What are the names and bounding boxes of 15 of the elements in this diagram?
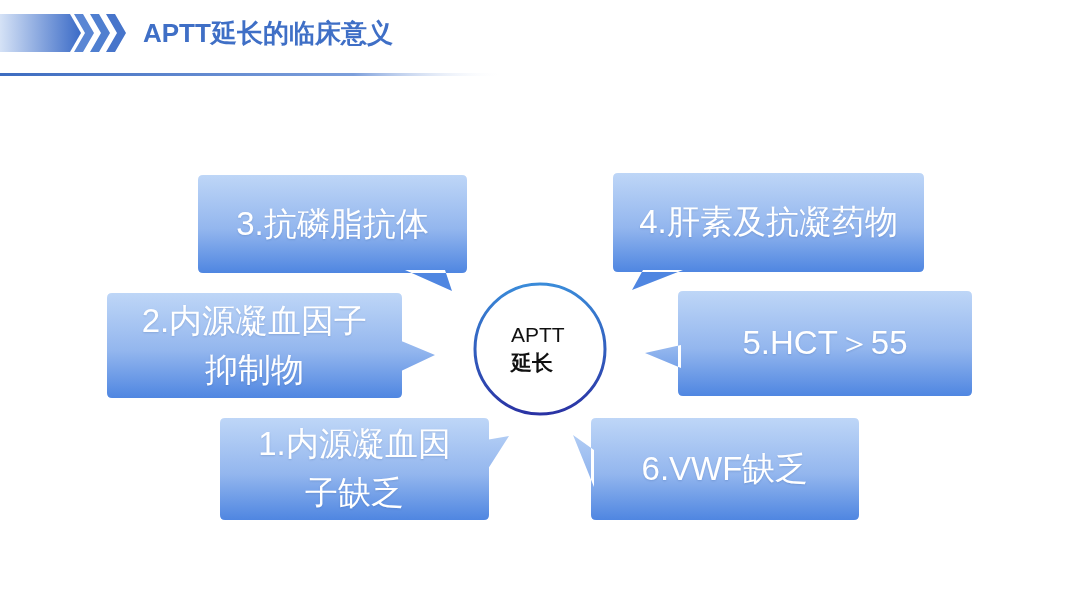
circle-text: APTT延长 bbox=[511, 321, 566, 376]
speech-bubble bbox=[220, 418, 509, 520]
bubble-text: 2.内源凝血因子抑制物 bbox=[140, 300, 369, 390]
speech-bubble bbox=[198, 175, 467, 291]
bubble-text: 5.HCT＞55 bbox=[742, 323, 908, 364]
speech-bubble bbox=[613, 173, 924, 290]
slide-title: APTT延长的临床意义 bbox=[143, 17, 393, 50]
speech-bubble bbox=[645, 291, 972, 396]
speech-bubble bbox=[107, 293, 435, 398]
center-circle bbox=[473, 282, 607, 416]
bubble-text: 3.抗磷脂抗体 bbox=[236, 203, 429, 244]
bubble-text: 6.VWF缺乏 bbox=[641, 448, 809, 489]
bubble-text: 4.肝素及抗凝药物 bbox=[639, 202, 898, 243]
bubble-text: 1.内源凝血因子缺乏 bbox=[257, 424, 452, 513]
speech-bubble bbox=[573, 418, 859, 520]
